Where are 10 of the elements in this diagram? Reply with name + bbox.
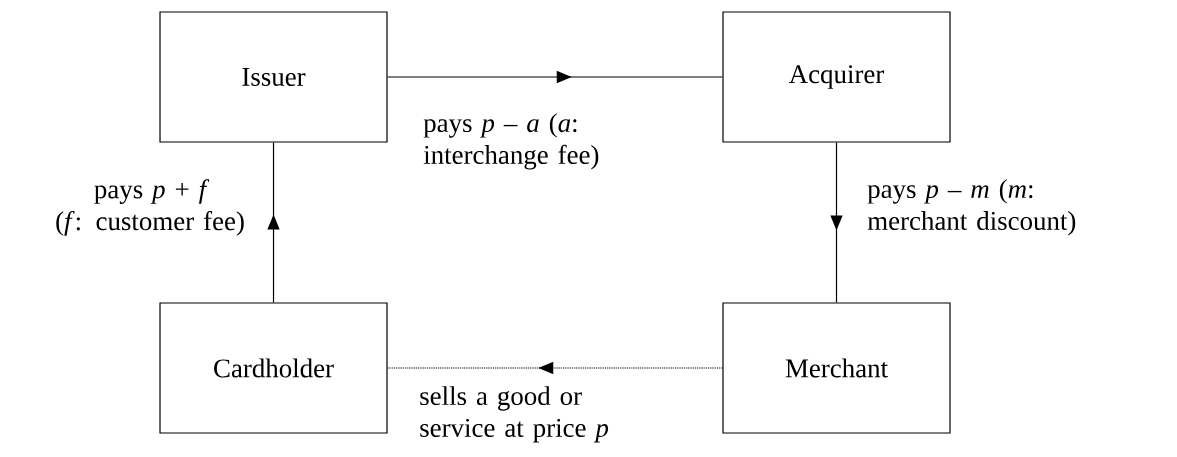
edge-label: sells a good or service at price p (420, 386, 609, 443)
arrow (267, 142, 280, 303)
entity-box: Issuer (159, 11, 388, 143)
entity-box: Cardholder (159, 302, 388, 434)
edge-label: pays p – a (a: interchange fee) (423, 113, 599, 170)
entity-box: Merchant (722, 302, 951, 434)
edge-label: pays p – m (m: merchant discount) (867, 179, 1076, 236)
entity-box: Acquirer (722, 11, 951, 143)
edge-label: pays p + f (f: customer fee) (56, 179, 244, 236)
arrow (830, 142, 843, 303)
